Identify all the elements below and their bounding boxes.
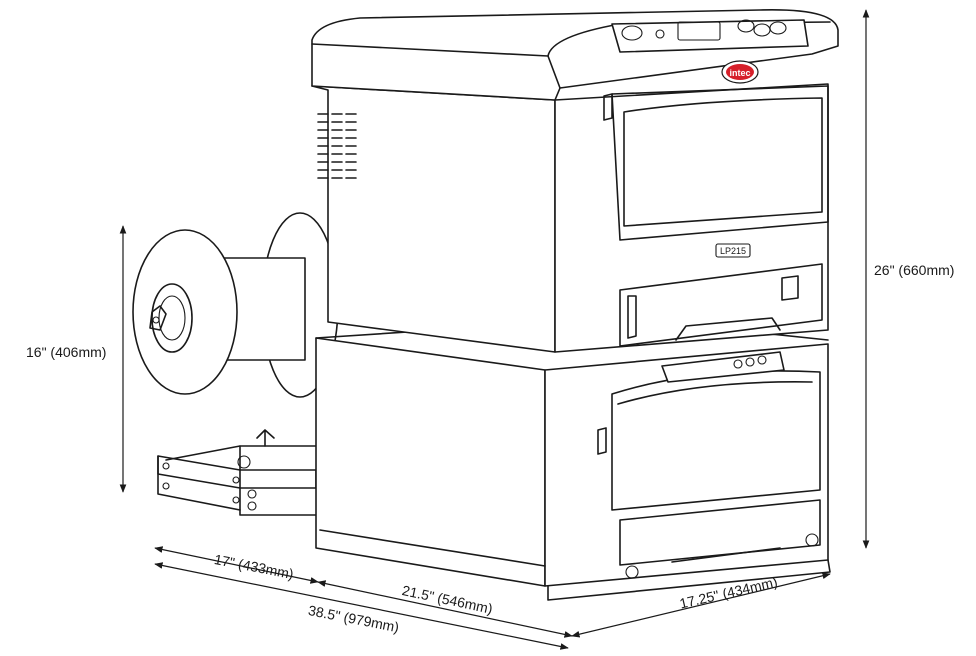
lower-cabinet [315,285,831,601]
printer-body: intec LP215 [311,9,839,353]
printer-side [311,85,556,353]
printer-control-panel [611,19,809,53]
model-badge-frame [715,243,751,258]
vent-grille [317,113,357,179]
depth-total-line [154,562,569,650]
roll-knob-icon [149,305,167,331]
cabinet-side [315,337,546,587]
dim-height-total-label: 26" (660mm) [874,262,955,278]
printer-front [554,83,829,353]
intec-logo-text: intec [729,68,750,78]
roll-unwinder [132,212,339,516]
paper-tray [619,499,821,566]
intec-logo [726,64,754,80]
printer-drawer [619,263,823,347]
dim-height-roll-label: 16" (406mm) [26,344,107,360]
width-line [571,572,831,638]
front-cover [611,85,829,241]
model-badge: LP215 [720,246,746,256]
dimension-lines [119,9,870,650]
